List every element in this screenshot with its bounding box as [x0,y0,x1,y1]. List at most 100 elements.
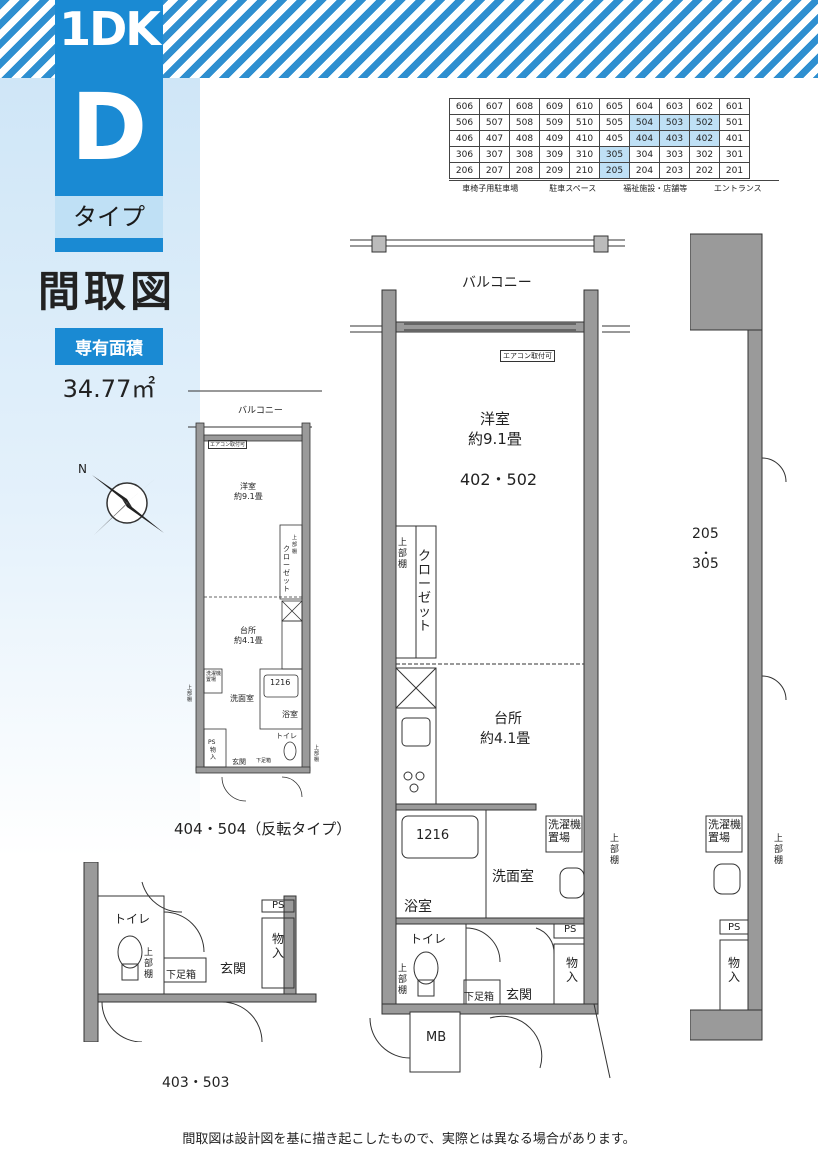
room-number-cell: 403 [659,130,690,147]
room-number-cell: 601 [719,98,750,115]
area-box: 専有面積 34.77㎡ [55,328,163,404]
main-floor-plan: バルコニー エアコン取付可 洋室 約9.1畳 402・502 上部棚 クローゼッ… [340,228,640,1108]
room-number-cell: 205 [599,162,630,179]
left-plan-drawing [83,862,317,1042]
room-number-cell: 209 [539,162,570,179]
right-washer-label: 洗濯機置場 [708,818,741,844]
room-number-cell: 202 [689,162,720,179]
right-unit-dot: ・ [700,546,713,560]
main-upper-shelf-3: 上部棚 [398,964,408,996]
small-western-room-label: 洋室 [240,482,256,491]
room-number-cell: 609 [539,98,570,115]
footer-wheelchair-parking: 車椅子用駐車場 [462,184,519,193]
room-number-cell: 406 [449,130,480,147]
small-balcony-label: バルコニー [238,406,283,416]
room-number-cell: 210 [569,162,600,179]
room-number-cell: 304 [629,146,660,163]
area-value: 34.77㎡ [62,375,156,403]
small-toilet-label: トイレ [276,732,297,740]
room-number-cell: 306 [449,146,480,163]
room-number-cell: 401 [719,130,750,147]
main-balcony-label: バルコニー [462,275,532,291]
footer-welfare: 福祉施設・店舗等 [623,184,688,193]
room-number-cell: 302 [689,146,720,163]
room-number-cell: 206 [449,162,480,179]
small-western-size: 約9.1畳 [234,492,263,501]
room-number-cell: 509 [539,114,570,131]
room-number-cell: 309 [539,146,570,163]
type-block: 1DK D タイプ [55,0,163,252]
small-washroom-label: 洗面室 [230,694,254,703]
main-mb-label: MB [426,1030,447,1045]
room-number-cell: 410 [569,130,600,147]
left-ps-label: PS [272,900,285,911]
svg-text:N: N [78,462,87,476]
main-western-size: 約9.1畳 [468,430,522,448]
room-number-cell: 501 [719,114,750,131]
room-number-cell: 604 [629,98,660,115]
room-number-cell: 404 [629,130,660,147]
left-floor-plan: トイレ 上部棚 下足箱 玄関 物入 PS 403・503 [62,862,352,1091]
right-ps-label: PS [728,922,741,933]
room-number-cell: 510 [569,114,600,131]
room-number-cell: 308 [509,146,540,163]
page-title: 間取図 [38,267,177,316]
room-number-cell: 603 [659,98,690,115]
main-washer-label: 洗濯機置場 [548,818,581,844]
room-number-cell: 203 [659,162,690,179]
small-plan-drawing [188,390,322,802]
room-number-cell: 408 [509,130,540,147]
right-unit-top: 205 [692,526,719,542]
right-upper-shelf: 上部棚 [774,834,784,866]
main-washroom-label: 洗面室 [492,869,534,885]
room-number-cell: 608 [509,98,540,115]
small-floor-plan: バルコニー エアコン取付可 洋室 約9.1畳 上部棚 クローゼット 台所 約4.… [174,385,351,838]
room-number-cell: 201 [719,162,750,179]
room-number-cell: 606 [449,98,480,115]
main-kitchen-size: 約4.1畳 [480,731,531,747]
room-number-cell: 502 [689,114,720,131]
room-table-footer: 車椅子用駐車場 駐車スペース 福祉施設・店舗等 エントランス [449,180,779,194]
small-upper-shelf-3: 上部棚 [314,745,320,763]
main-storage-label: 物入 [566,956,579,984]
type-letter: D [70,74,148,181]
small-kitchen-label: 台所 [240,626,256,635]
small-storage-label: 物入 [210,747,217,761]
main-entrance-label: 玄関 [506,988,533,1003]
small-upper-shelf-2: 上部棚 [187,685,193,703]
room-number-cell: 607 [479,98,510,115]
type-suffix-box: タイプ [55,196,163,238]
room-number-cell: 407 [479,130,510,147]
room-number-cell: 310 [569,146,600,163]
room-number-cell: 208 [509,162,540,179]
main-toilet-label: トイレ [410,932,447,946]
small-bath-size: 1216 [270,678,291,687]
main-upper-shelf-2: 上部棚 [610,834,620,866]
compass-icon: N [78,462,164,535]
room-number-cell: 504 [629,114,660,131]
main-shoe-box-label: 下足箱 [464,992,494,1003]
room-number-cell: 602 [689,98,720,115]
small-aircon-label: エアコン取付可 [208,440,248,449]
room-number-cell: 305 [599,146,630,163]
main-aircon-label: エアコン取付可 [500,350,555,362]
right-storage-label: 物入 [728,956,741,984]
left-storage-label: 物入 [272,932,285,960]
small-washer-label: 洗濯機置場 [206,671,222,683]
room-number-cell: 409 [539,130,570,147]
room-number-cell: 405 [599,130,630,147]
footer-parking: 駐車スペース [549,184,597,193]
room-number-cell: 505 [599,114,630,131]
room-number-cell: 610 [569,98,600,115]
room-number-cell: 301 [719,146,750,163]
room-number-cell: 605 [599,98,630,115]
left-upper-shelf: 上部棚 [144,948,154,980]
room-number-cell: 204 [629,162,660,179]
small-shoe-box-label: 下足箱 [256,758,272,764]
